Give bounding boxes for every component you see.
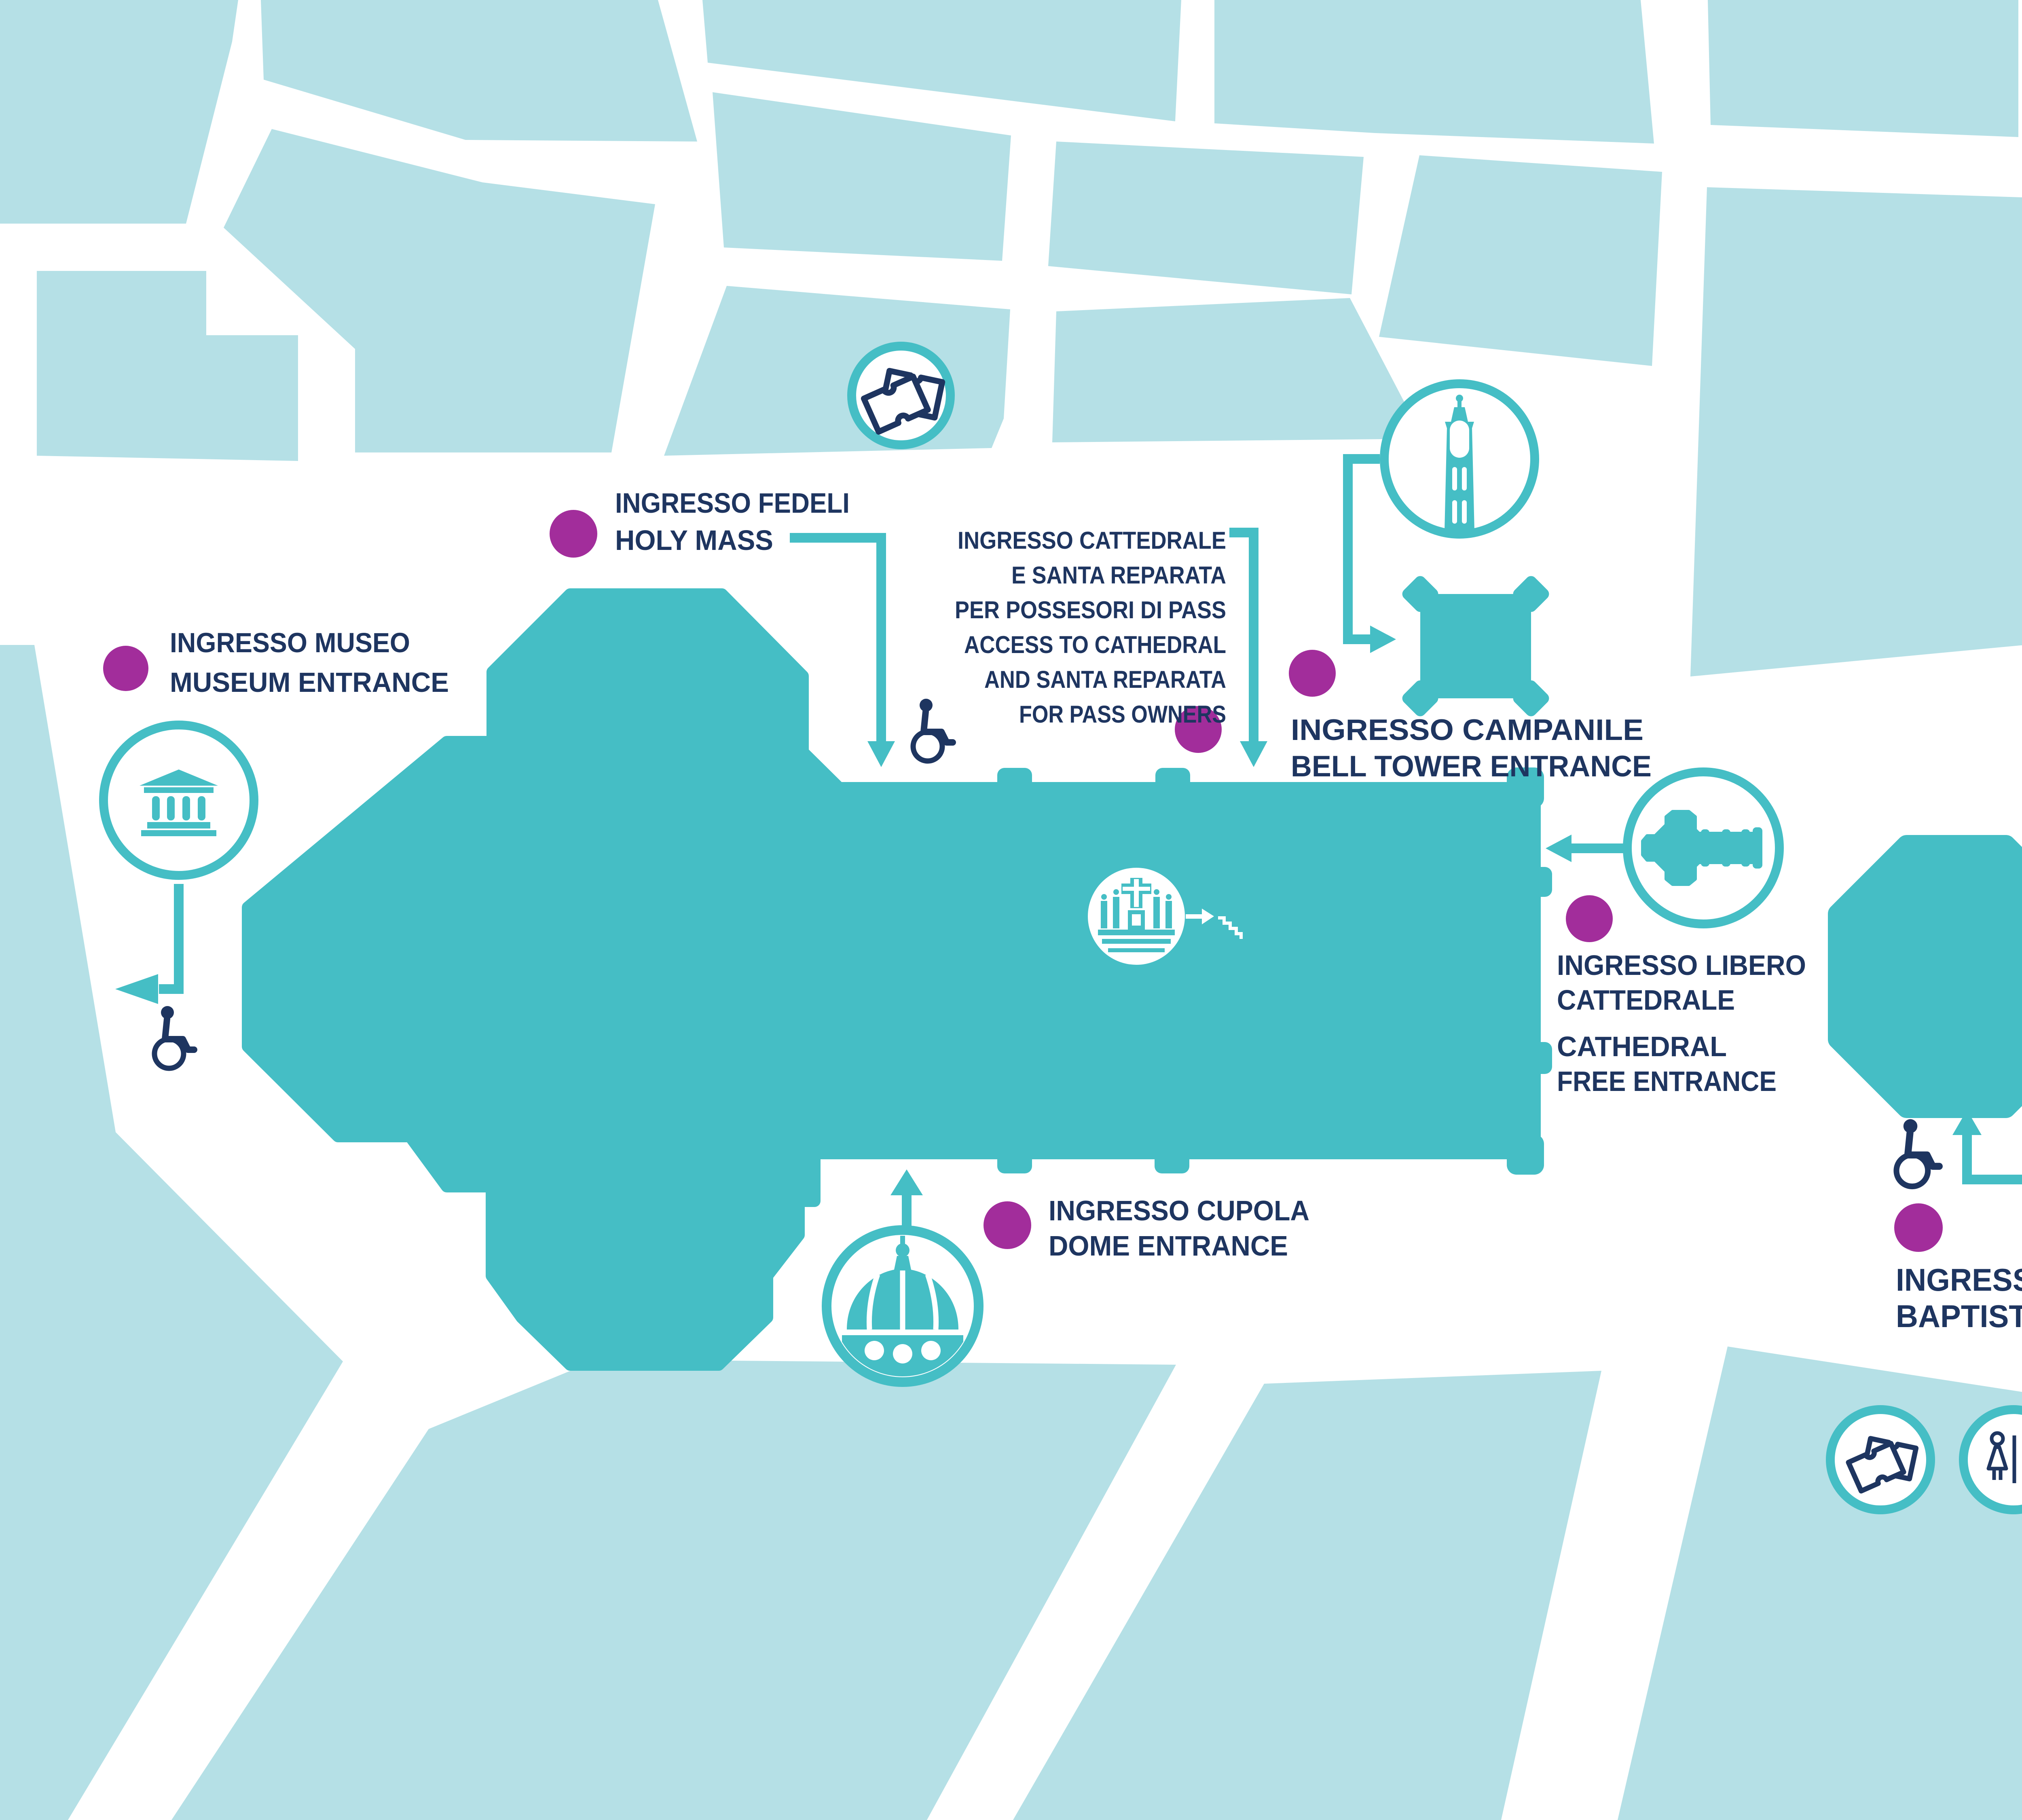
svg-text:MUSEUM ENTRANCE: MUSEUM ENTRANCE (170, 667, 449, 698)
svg-text:INGRESSO MUSEO: INGRESSO MUSEO (170, 627, 410, 658)
svg-text:ACCESS TO CATHEDRAL: ACCESS TO CATHEDRAL (964, 631, 1226, 658)
svg-text:INGRESSO CAMPANILE: INGRESSO CAMPANILE (1291, 714, 1643, 746)
svg-text:E SANTA REPARATA: E SANTA REPARATA (1011, 562, 1226, 589)
svg-text:CATHEDRAL: CATHEDRAL (1557, 1031, 1727, 1062)
svg-text:INGRESSO CATTEDRALE: INGRESSO CATTEDRALE (958, 527, 1226, 554)
svg-text:CATTEDRALE: CATTEDRALE (1557, 984, 1735, 1016)
svg-text:DOME ENTRANCE: DOME ENTRANCE (1049, 1230, 1288, 1262)
svg-text:AND SANTA REPARATA: AND SANTA REPARATA (984, 666, 1226, 693)
svg-text:HOLY MASS: HOLY MASS (615, 524, 773, 556)
svg-text:INGRESSO LIBERO: INGRESSO LIBERO (1557, 949, 1806, 981)
svg-text:INGRESSO FEDELI: INGRESSO FEDELI (615, 487, 850, 519)
svg-text:INGRESSO CUPOLA: INGRESSO CUPOLA (1049, 1195, 1309, 1226)
svg-text:BELL TOWER ENTRANCE: BELL TOWER ENTRANCE (1291, 750, 1652, 783)
svg-text:INGRESSO BATTISTERO: INGRESSO BATTISTERO (1896, 1262, 2022, 1298)
svg-text:BAPTISTRY ENTRANCE: BAPTISTRY ENTRANCE (1896, 1298, 2022, 1334)
svg-text:FOR PASS OWNERS: FOR PASS OWNERS (1019, 701, 1226, 728)
svg-text:FREE ENTRANCE: FREE ENTRANCE (1557, 1065, 1777, 1097)
svg-text:PER POSSESORI DI PASS: PER POSSESORI DI PASS (955, 596, 1226, 624)
